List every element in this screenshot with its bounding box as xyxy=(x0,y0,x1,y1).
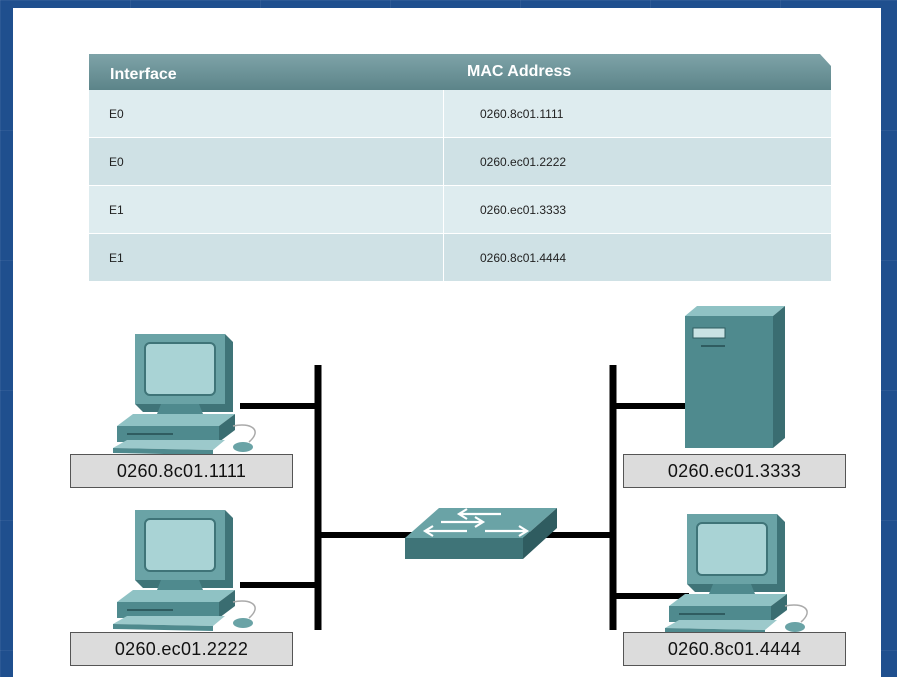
header-interface: Interface xyxy=(110,66,177,83)
cell-interface: E0 xyxy=(109,155,124,169)
cell-interface: E0 xyxy=(109,107,124,121)
switch-icon xyxy=(405,508,557,559)
table-row: E1 0260.8c01.4444 xyxy=(89,234,831,282)
header-mac-address: MAC Address xyxy=(467,63,572,80)
network-diagram xyxy=(113,306,809,636)
cell-mac: 0260.ec01.2222 xyxy=(480,155,567,169)
table-row: E0 0260.ec01.2222 xyxy=(89,138,831,186)
cell-mac: 0260.ec01.3333 xyxy=(480,203,567,217)
cell-interface: E1 xyxy=(109,251,124,265)
slide-canvas: Interface MAC Address E0 0260.8c01.1111 … xyxy=(13,8,881,677)
device-label-server: 0260.ec01.3333 xyxy=(623,454,846,488)
mac-address-table: Interface MAC Address E0 0260.8c01.1111 … xyxy=(89,54,831,282)
server-icon xyxy=(685,306,785,448)
column-divider xyxy=(443,138,444,185)
device-label-pc4: 0260.8c01.4444 xyxy=(623,632,846,666)
computer-icon xyxy=(113,509,257,632)
cell-mac: 0260.8c01.4444 xyxy=(480,251,567,265)
column-divider xyxy=(443,186,444,233)
column-divider xyxy=(443,234,444,281)
table-header: Interface MAC Address xyxy=(89,54,831,90)
cell-mac: 0260.8c01.1111 xyxy=(480,107,564,121)
device-label-pc2: 0260.ec01.2222 xyxy=(70,632,293,666)
computer-icon xyxy=(113,333,257,456)
column-divider xyxy=(443,90,444,137)
device-label-pc1: 0260.8c01.1111 xyxy=(70,454,293,488)
cell-interface: E1 xyxy=(109,203,124,217)
table-row: E1 0260.ec01.3333 xyxy=(89,186,831,234)
table-row: E0 0260.8c01.1111 xyxy=(89,90,831,138)
computer-icon xyxy=(665,513,809,636)
